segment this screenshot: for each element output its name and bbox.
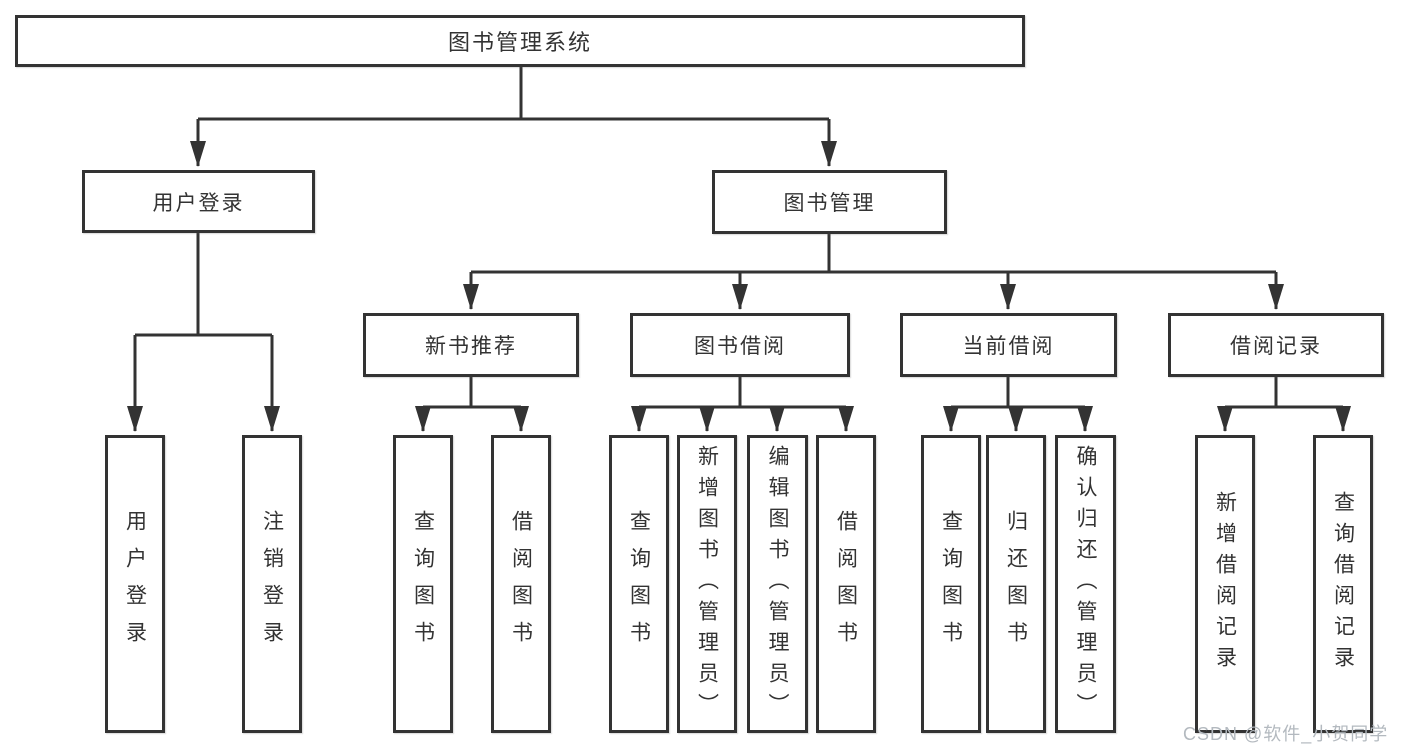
leaf-edit-book-admin: 编辑图书（管理员） (747, 435, 808, 733)
node-label: 借阅记录 (1230, 335, 1322, 358)
node-label: 当前借阅 (962, 335, 1055, 358)
leaf-add-borrow-record: 新增借阅记录 (1195, 435, 1255, 733)
leaf-confirm-return-admin: 确认归还（管理员） (1055, 435, 1116, 733)
node-label: 查询图书 (627, 510, 651, 658)
node-label: 用户登录 (123, 510, 147, 658)
node-user-login: 用户登录 (82, 170, 315, 233)
wire-borrow-records (1225, 377, 1343, 409)
node-current-borrow: 当前借阅 (900, 313, 1117, 377)
node-label: 新书推荐 (425, 335, 517, 358)
node-label: 查询借阅记录 (1331, 491, 1355, 677)
leaf-add-book-admin: 新增图书（管理员） (677, 435, 737, 733)
wire-root (198, 67, 829, 121)
node-label: 用户登录 (152, 191, 245, 215)
leaf-logout: 注销登录 (242, 435, 302, 733)
node-label: 查询图书 (411, 510, 435, 658)
node-system-root: 图书管理系统 (15, 15, 1025, 67)
node-label: 新增借阅记录 (1213, 491, 1237, 677)
leaf-query-book-1: 查询图书 (393, 435, 453, 733)
node-label: 注销登录 (260, 510, 284, 658)
leaf-user-login: 用户登录 (105, 435, 165, 733)
node-label: 归还图书 (1004, 510, 1028, 658)
leaf-query-book-2: 查询图书 (609, 435, 669, 733)
leaf-borrow-book-1: 借阅图书 (491, 435, 551, 733)
node-label: 借阅图书 (834, 510, 858, 658)
leaf-borrow-book-2: 借阅图书 (816, 435, 876, 733)
node-label: 图书管理系统 (447, 30, 592, 55)
wire-new-book (423, 377, 521, 409)
leaf-return-book: 归还图书 (986, 435, 1046, 733)
wire-book-borrow (639, 377, 846, 409)
node-label: 编辑图书（管理员） (766, 444, 789, 724)
node-book-borrow: 图书借阅 (630, 313, 850, 377)
node-borrow-records: 借阅记录 (1168, 313, 1384, 377)
node-book-management: 图书管理 (712, 170, 947, 234)
node-label: 图书管理 (783, 192, 876, 215)
wire-book-management (471, 234, 1276, 274)
node-new-book-recommend: 新书推荐 (363, 313, 579, 377)
wire-current-borrow (951, 377, 1085, 409)
leaf-query-book-3: 查询图书 (921, 435, 981, 733)
node-label: 确认归还（管理员） (1074, 444, 1097, 724)
node-label: 查询图书 (939, 510, 963, 658)
leaf-query-borrow-record: 查询借阅记录 (1313, 435, 1373, 733)
node-label: 借阅图书 (509, 510, 533, 658)
node-label: 新增图书（管理员） (695, 444, 719, 724)
csdn-watermark: CSDN @软件_小贺同学 (1183, 724, 1389, 744)
node-label: 图书借阅 (694, 335, 786, 358)
wire-user-login (135, 233, 272, 337)
